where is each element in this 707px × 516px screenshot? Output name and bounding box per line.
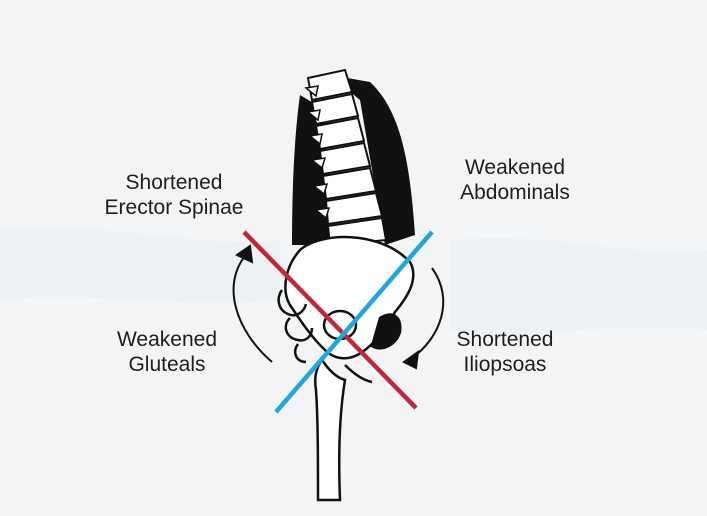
label-shortened-erector-spinae: Shortened Erector Spinae <box>90 170 258 220</box>
rotation-arrows <box>232 244 445 370</box>
label-line: Weakened <box>116 328 218 351</box>
anterior-muscle-mass <box>330 75 415 245</box>
left-arrowhead <box>234 244 254 264</box>
femur <box>314 357 347 502</box>
label-line: Erector Spinae <box>104 196 244 219</box>
label-line: Shortened <box>456 328 554 351</box>
left-curved-arrow <box>232 255 273 363</box>
right-arrowhead <box>402 349 420 370</box>
label-line: Abdominals <box>460 181 570 204</box>
pelvis <box>277 235 415 384</box>
label-line: Shortened <box>125 171 223 194</box>
blue-cross-line <box>274 230 434 414</box>
label-line: Iliopsoas <box>463 353 547 376</box>
label-line: Gluteals <box>128 353 206 376</box>
red-cross-line <box>242 230 418 410</box>
label-weakened-abdominals: Weakened Abdominals <box>440 155 590 205</box>
label-line: Weakened <box>464 156 566 179</box>
label-shortened-iliopsoas: Shortened Iliopsoas <box>430 327 580 377</box>
label-weakened-gluteals: Weakened Gluteals <box>92 327 242 377</box>
right-curved-arrow <box>411 267 445 359</box>
